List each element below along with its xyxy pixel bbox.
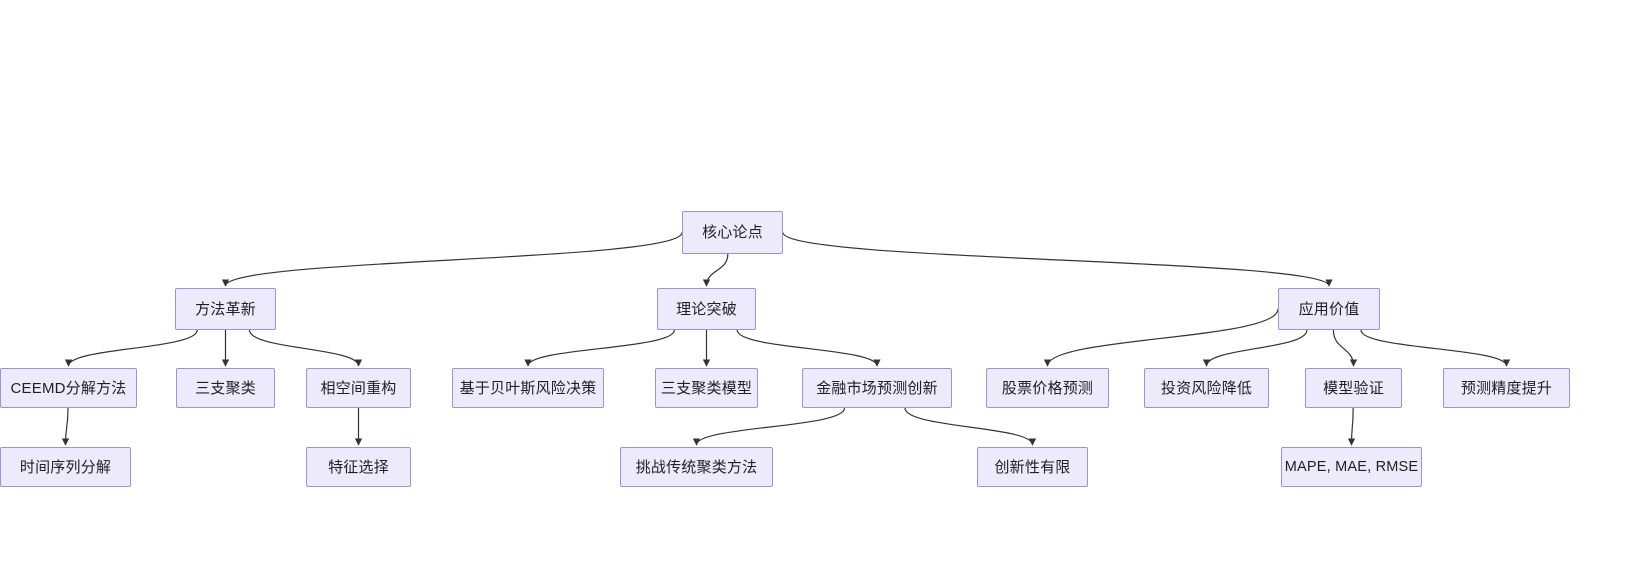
- node-branch2[interactable]: 理论突破: [657, 288, 756, 330]
- edge-root-to-branch1: [222, 232, 683, 287]
- edge-branch1-to-n1: [64, 329, 198, 367]
- edge-root-to-branch2: [702, 253, 729, 287]
- edge-branch3-to-n10: [1360, 329, 1511, 367]
- edge-branch3-to-n9: [1332, 329, 1358, 367]
- edge-n1-to-l1: [61, 407, 70, 446]
- node-l3[interactable]: 挑战传统聚类方法: [620, 447, 773, 487]
- edge-n9-to-l5: [1347, 407, 1356, 446]
- node-root[interactable]: 核心论点: [682, 211, 783, 254]
- node-n4[interactable]: 基于贝叶斯风险决策: [452, 368, 604, 408]
- edge-branch2-to-n4: [524, 329, 675, 367]
- edge-branch3-to-n7: [1043, 308, 1279, 367]
- node-n1[interactable]: CEEMD分解方法: [0, 368, 137, 408]
- edge-n6-to-l3: [692, 407, 846, 446]
- node-l2[interactable]: 特征选择: [306, 447, 411, 487]
- node-n2[interactable]: 三支聚类: [176, 368, 275, 408]
- node-n9[interactable]: 模型验证: [1305, 368, 1402, 408]
- edge-n6-to-l4: [904, 407, 1037, 446]
- edge-branch1-to-n3: [248, 329, 363, 367]
- node-n10[interactable]: 预测精度提升: [1443, 368, 1570, 408]
- edge-branch2-to-n6: [736, 329, 881, 367]
- node-n7[interactable]: 股票价格预测: [986, 368, 1109, 408]
- node-branch3[interactable]: 应用价值: [1278, 288, 1380, 330]
- edge-root-to-branch3: [782, 232, 1333, 287]
- node-n6[interactable]: 金融市场预测创新: [802, 368, 952, 408]
- node-branch1[interactable]: 方法革新: [175, 288, 276, 330]
- edge-branch3-to-n8: [1202, 329, 1308, 367]
- node-l4[interactable]: 创新性有限: [977, 447, 1088, 487]
- node-n8[interactable]: 投资风险降低: [1144, 368, 1269, 408]
- node-l1[interactable]: 时间序列分解: [0, 447, 131, 487]
- node-n3[interactable]: 相空间重构: [306, 368, 411, 408]
- node-l5[interactable]: MAPE, MAE, RMSE: [1281, 447, 1422, 487]
- node-n5[interactable]: 三支聚类模型: [655, 368, 758, 408]
